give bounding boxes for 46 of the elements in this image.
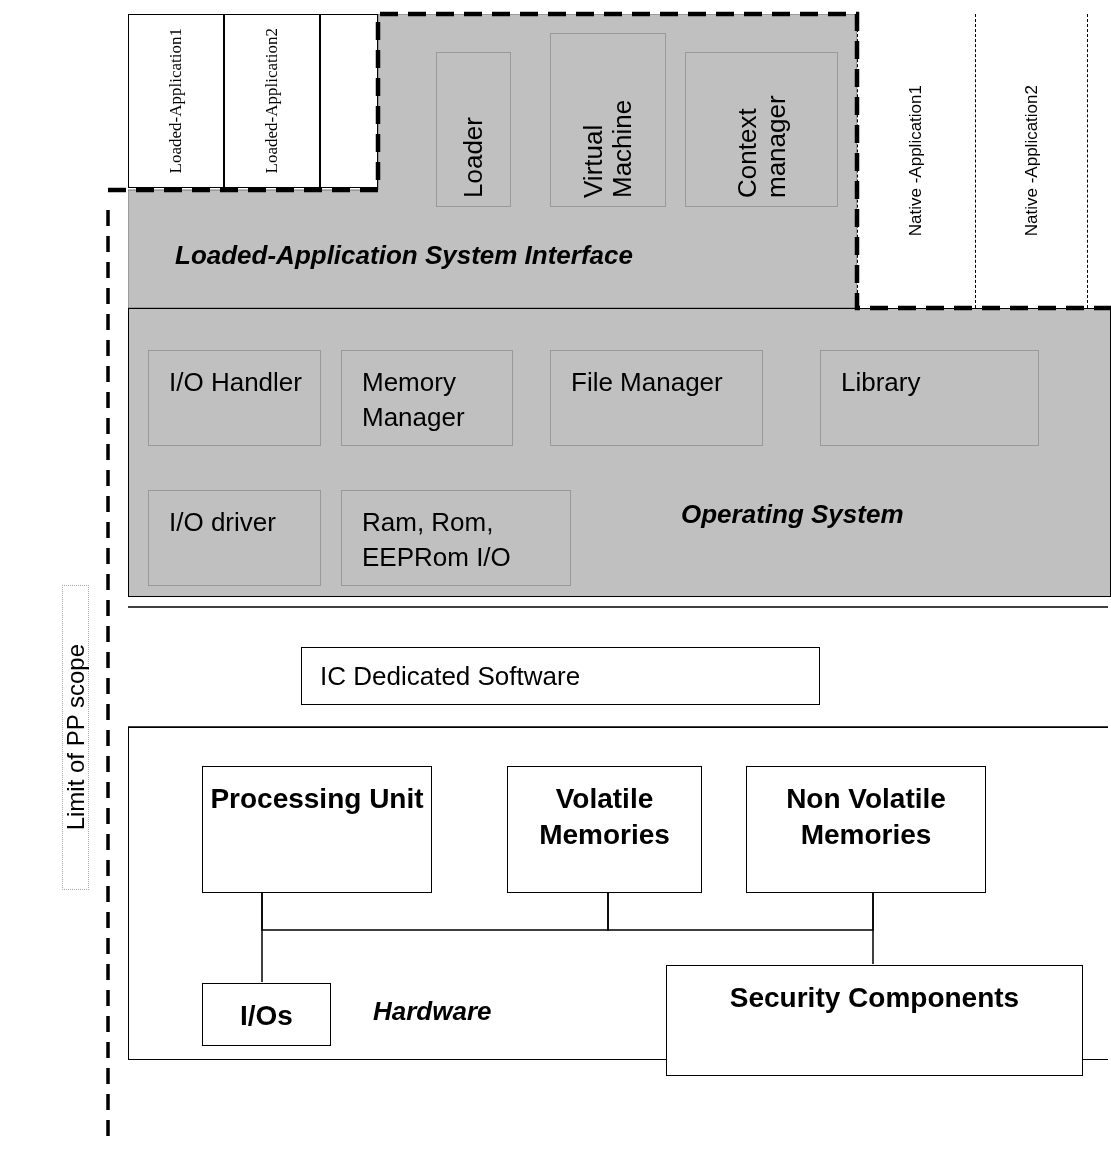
hardware-block [666, 965, 1083, 1076]
application-slot [128, 14, 224, 188]
bus-line [872, 891, 874, 965]
bus-line [261, 891, 263, 983]
component-label: Loaded-Application2 [262, 28, 282, 174]
component-label: Non Volatile Memories [785, 782, 947, 853]
component-label: Security Components [729, 981, 1020, 1015]
component-label: Ram, Rom, EEPRom I/O [362, 506, 512, 575]
component-box [550, 33, 666, 207]
component-box [820, 350, 1039, 446]
hardware-block [746, 766, 986, 893]
hardware-block [202, 766, 432, 893]
interface-layer-area [128, 14, 857, 308]
component-box [341, 490, 571, 586]
component-box [436, 52, 511, 207]
hardware-block [202, 983, 331, 1046]
component-label: I/Os [240, 999, 293, 1033]
component-label: Loaded-Application1 [166, 28, 186, 174]
component-label: File Manager [571, 366, 723, 399]
component-label: Library [841, 366, 921, 399]
os-layer-band [128, 308, 1111, 597]
scope-label: Limit of PP scope [61, 644, 90, 831]
component-label: Processing Unit [210, 782, 424, 816]
component-box [550, 350, 763, 446]
component-box [148, 350, 321, 446]
component-label: Memory Manager [362, 366, 466, 435]
application-slot [224, 14, 320, 188]
component-box [685, 52, 838, 207]
component-label: Native -Application1 [905, 85, 926, 237]
component-label: Context manager [732, 94, 791, 198]
component-label: Volatile Memories [538, 782, 671, 853]
bus-line [607, 891, 874, 931]
component-label: Loader [459, 117, 488, 198]
application-slot [320, 14, 378, 188]
component-label: I/O driver [169, 506, 276, 539]
component-label: Native -Application2 [1021, 85, 1042, 237]
component-label: IC Dedicated Software [320, 660, 581, 692]
component-label: Virtual Machine [579, 98, 637, 198]
software-box [301, 647, 820, 705]
layer-title: Hardware [373, 996, 493, 1027]
component-box [148, 490, 321, 586]
layer-title: Loaded-Application System Interface [175, 240, 634, 271]
layer-title: Operating System [681, 499, 905, 530]
component-label: I/O Handler [169, 366, 302, 399]
component-box [341, 350, 513, 446]
hardware-block [507, 766, 702, 893]
